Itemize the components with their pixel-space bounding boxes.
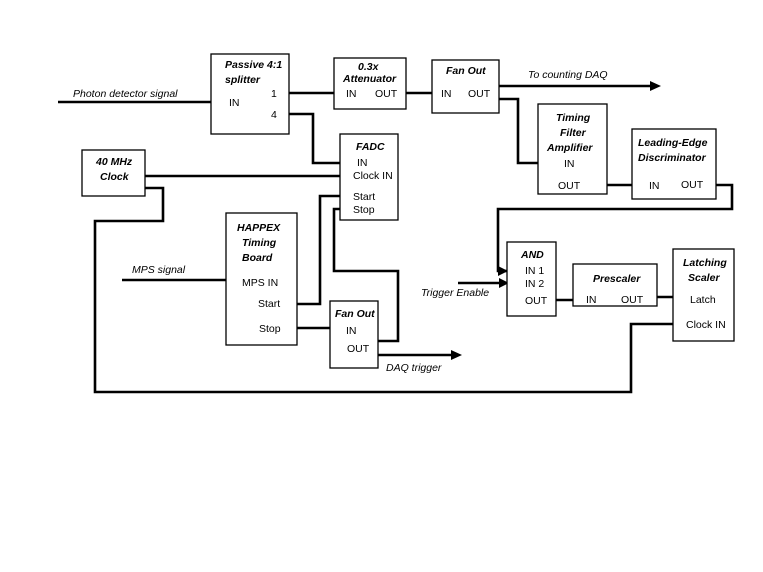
latching-scaler-title-1: Latching bbox=[683, 257, 727, 269]
splitter-block: Passive 4:1 splitter IN 1 4 bbox=[210, 53, 290, 135]
fanout-bottom-out-label: OUT bbox=[347, 343, 370, 355]
fanout-bottom-block: Fan Out IN OUT bbox=[329, 300, 379, 369]
attenuator-title-1: 0.3x bbox=[358, 61, 380, 73]
fanout-top-in-label: IN bbox=[441, 88, 452, 100]
discriminator-title-1: Leading-Edge bbox=[638, 137, 708, 149]
fadc-start-label: Start bbox=[353, 191, 375, 203]
latching-scaler-title-2: Scaler bbox=[688, 272, 720, 284]
trigger-enable-label: Trigger Enable bbox=[421, 287, 489, 299]
tfa-title-1: Timing bbox=[556, 112, 591, 124]
wire-fanout-to-tfa bbox=[493, 97, 541, 165]
splitter-title-2: splitter bbox=[225, 74, 261, 86]
discriminator-out-label: OUT bbox=[681, 179, 704, 191]
happex-title-2: Timing bbox=[242, 237, 277, 249]
fadc-clock-in-label: Clock IN bbox=[353, 170, 393, 182]
happex-stop-label: Stop bbox=[259, 323, 281, 335]
to-counting-daq-label: To counting DAQ bbox=[528, 69, 608, 81]
tfa-out-label: OUT bbox=[558, 180, 581, 192]
latching-scaler-latch-label: Latch bbox=[690, 294, 716, 306]
splitter-out4-label: 4 bbox=[271, 109, 277, 121]
clock-block: 40 MHz Clock bbox=[81, 149, 146, 197]
prescaler-out-label: OUT bbox=[621, 294, 644, 306]
tfa-title-3: Amplifier bbox=[546, 142, 593, 154]
arrow-and-in1 bbox=[498, 266, 508, 276]
fanout-top-out-label: OUT bbox=[468, 88, 491, 100]
daq-trigger-label: DAQ trigger bbox=[386, 362, 442, 374]
happex-start-label: Start bbox=[258, 298, 280, 310]
happex-title-3: Board bbox=[242, 252, 273, 264]
arrow-and-in2 bbox=[499, 278, 509, 288]
and-out-label: OUT bbox=[525, 295, 548, 307]
discriminator-title-2: Discriminator bbox=[638, 152, 707, 164]
fanout-top-block: Fan Out IN OUT bbox=[431, 59, 500, 114]
fanout-bottom-in-label: IN bbox=[346, 325, 357, 337]
mps-signal-label: MPS signal bbox=[132, 264, 186, 276]
splitter-in-label: IN bbox=[229, 97, 240, 109]
clock-title-2: Clock bbox=[100, 171, 130, 183]
and-title: AND bbox=[520, 249, 544, 261]
wire-clock-to-scaler bbox=[93, 186, 676, 394]
photon-detector-signal-label: Photon detector signal bbox=[73, 88, 178, 100]
happex-mps-in-label: MPS IN bbox=[242, 277, 278, 289]
discriminator-block: Leading-Edge Discriminator IN OUT bbox=[631, 128, 717, 200]
tfa-title-2: Filter bbox=[560, 127, 587, 139]
happex-title-1: HAPPEX bbox=[237, 222, 281, 234]
attenuator-out-label: OUT bbox=[375, 88, 398, 100]
and-in2-label: IN 2 bbox=[525, 278, 544, 290]
fadc-in-label: IN bbox=[357, 157, 368, 169]
fadc-stop-label: Stop bbox=[353, 204, 375, 216]
clock-title-1: 40 MHz bbox=[95, 156, 133, 168]
prescaler-in-label: IN bbox=[586, 294, 597, 306]
arrow-counting-daq bbox=[650, 81, 661, 91]
discriminator-in-label: IN bbox=[649, 180, 660, 192]
and-in1-label: IN 1 bbox=[525, 265, 544, 277]
arrow-daq-trigger bbox=[451, 350, 462, 360]
fadc-block: FADC IN Clock IN Start Stop bbox=[339, 133, 399, 221]
splitter-title-1: Passive 4:1 bbox=[225, 59, 282, 71]
wire-fanout-to-fadc-stop bbox=[332, 207, 400, 343]
tfa-block: Timing Filter Amplifier IN OUT bbox=[537, 103, 608, 195]
wire-happex-start-to-fadc bbox=[287, 194, 343, 306]
fanout-top-title: Fan Out bbox=[446, 65, 486, 77]
prescaler-block: Prescaler IN OUT bbox=[572, 263, 658, 307]
splitter-out1-label: 1 bbox=[271, 88, 277, 100]
fanout-bottom-title: Fan Out bbox=[335, 308, 375, 320]
prescaler-title: Prescaler bbox=[593, 273, 641, 285]
fadc-title: FADC bbox=[356, 141, 385, 153]
tfa-in-label: IN bbox=[564, 158, 575, 170]
attenuator-in-label: IN bbox=[346, 88, 357, 100]
happex-block: HAPPEX Timing Board MPS IN Start Stop bbox=[225, 212, 298, 346]
latching-scaler-block: Latching Scaler Latch Clock IN bbox=[672, 248, 735, 342]
attenuator-title-2: Attenuator bbox=[342, 73, 397, 85]
and-block: AND IN 1 IN 2 OUT bbox=[506, 241, 557, 317]
latching-scaler-clock-in-label: Clock IN bbox=[686, 319, 726, 331]
wire-splitter4-to-fadc bbox=[283, 112, 343, 165]
wires bbox=[58, 84, 734, 394]
attenuator-block: 0.3x Attenuator IN OUT bbox=[333, 57, 407, 110]
